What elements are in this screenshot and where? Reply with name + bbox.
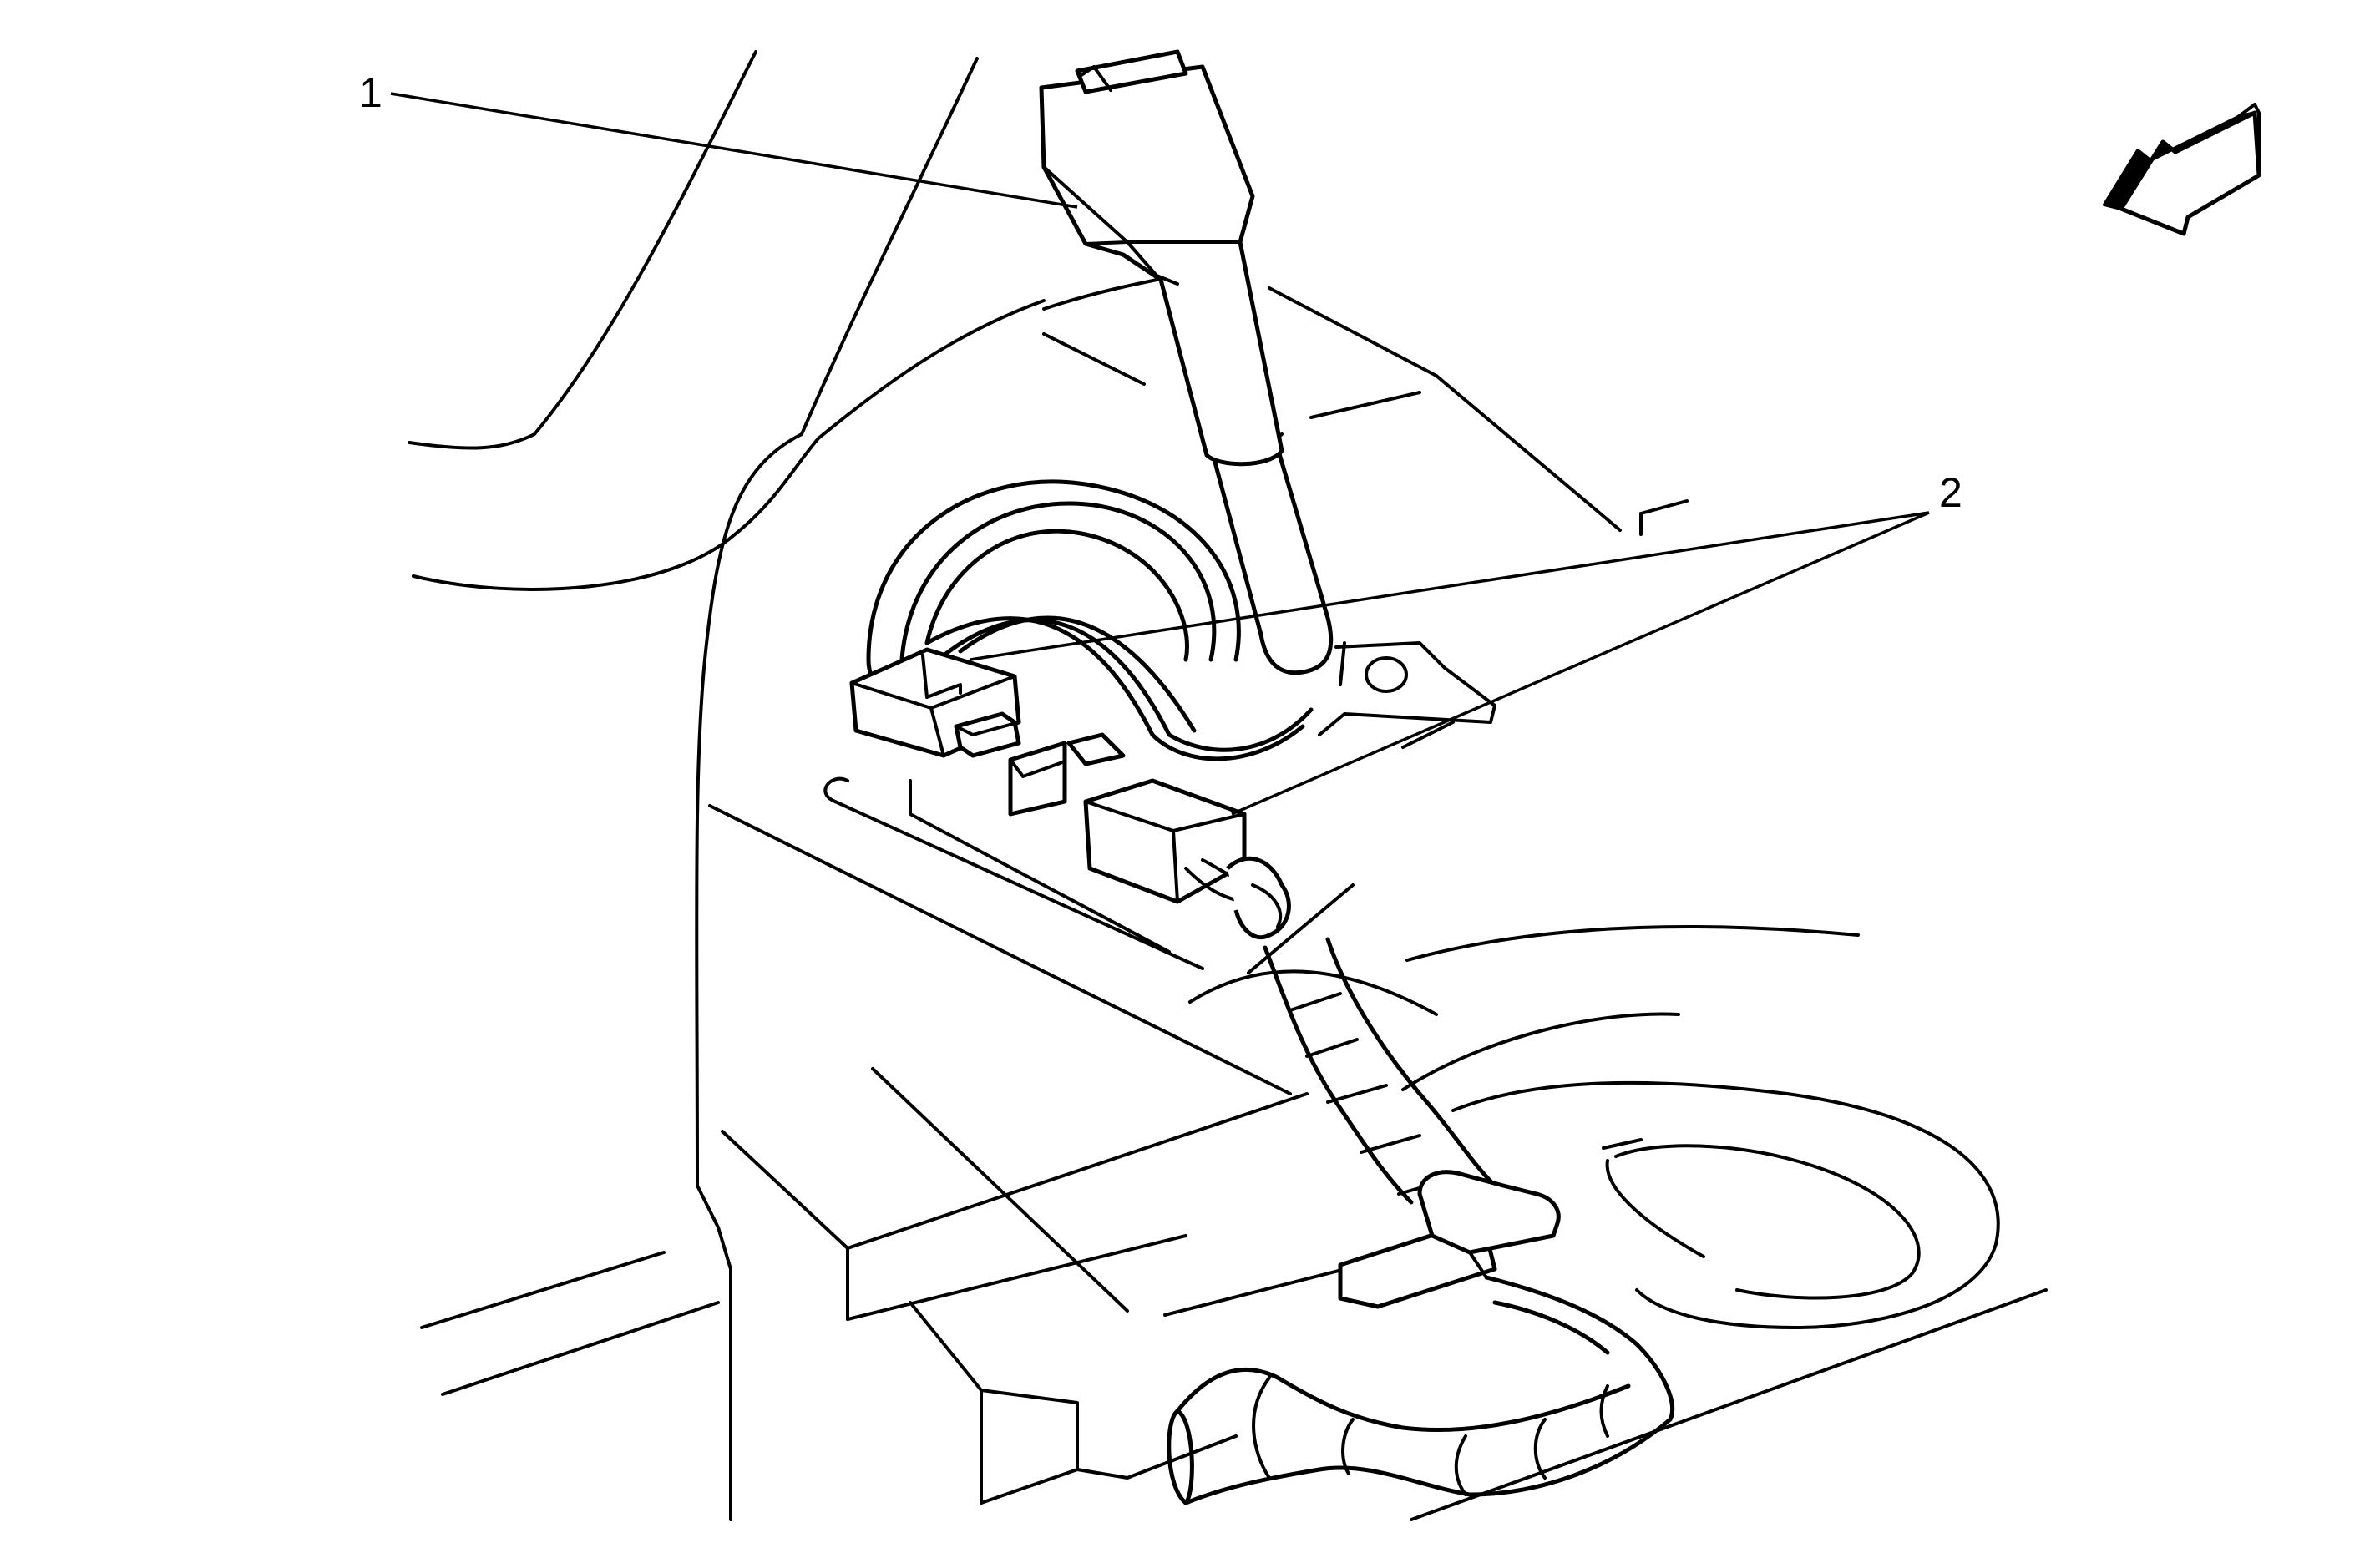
connector-2a (849, 647, 1021, 758)
floor-trough (1451, 1080, 2000, 1329)
connector-2b (1083, 778, 1291, 940)
mount-tabs (1008, 732, 1126, 817)
callout-2: 2 (1939, 469, 1962, 516)
mounting-bracket (1318, 641, 1496, 749)
leader-2b (1231, 511, 1930, 816)
leader-1 (390, 92, 1078, 209)
direction-arrow-icon (2103, 103, 2261, 236)
console-panel (708, 776, 2048, 1521)
body-panels (408, 50, 1689, 1521)
leader-lines (390, 92, 1930, 816)
wiring-harness (1167, 937, 1675, 1505)
part-1-sensor (1039, 49, 1334, 675)
callout-1: 1 (359, 69, 382, 116)
leader-2a (970, 511, 1930, 661)
